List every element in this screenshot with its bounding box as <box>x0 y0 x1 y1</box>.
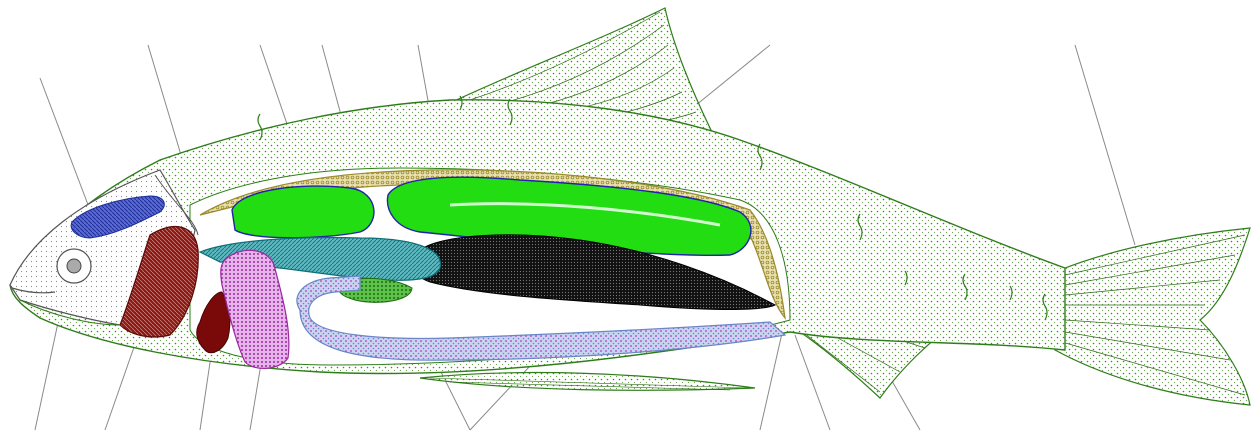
eye-pupil <box>67 259 81 273</box>
leader-line-6 <box>690 45 770 110</box>
caudal-fin <box>1055 228 1250 405</box>
pelvic-fin <box>420 373 755 391</box>
swim-bladder-anterior <box>232 186 374 238</box>
leader-line-1 <box>40 78 90 210</box>
leader-line-7 <box>1075 45 1135 245</box>
